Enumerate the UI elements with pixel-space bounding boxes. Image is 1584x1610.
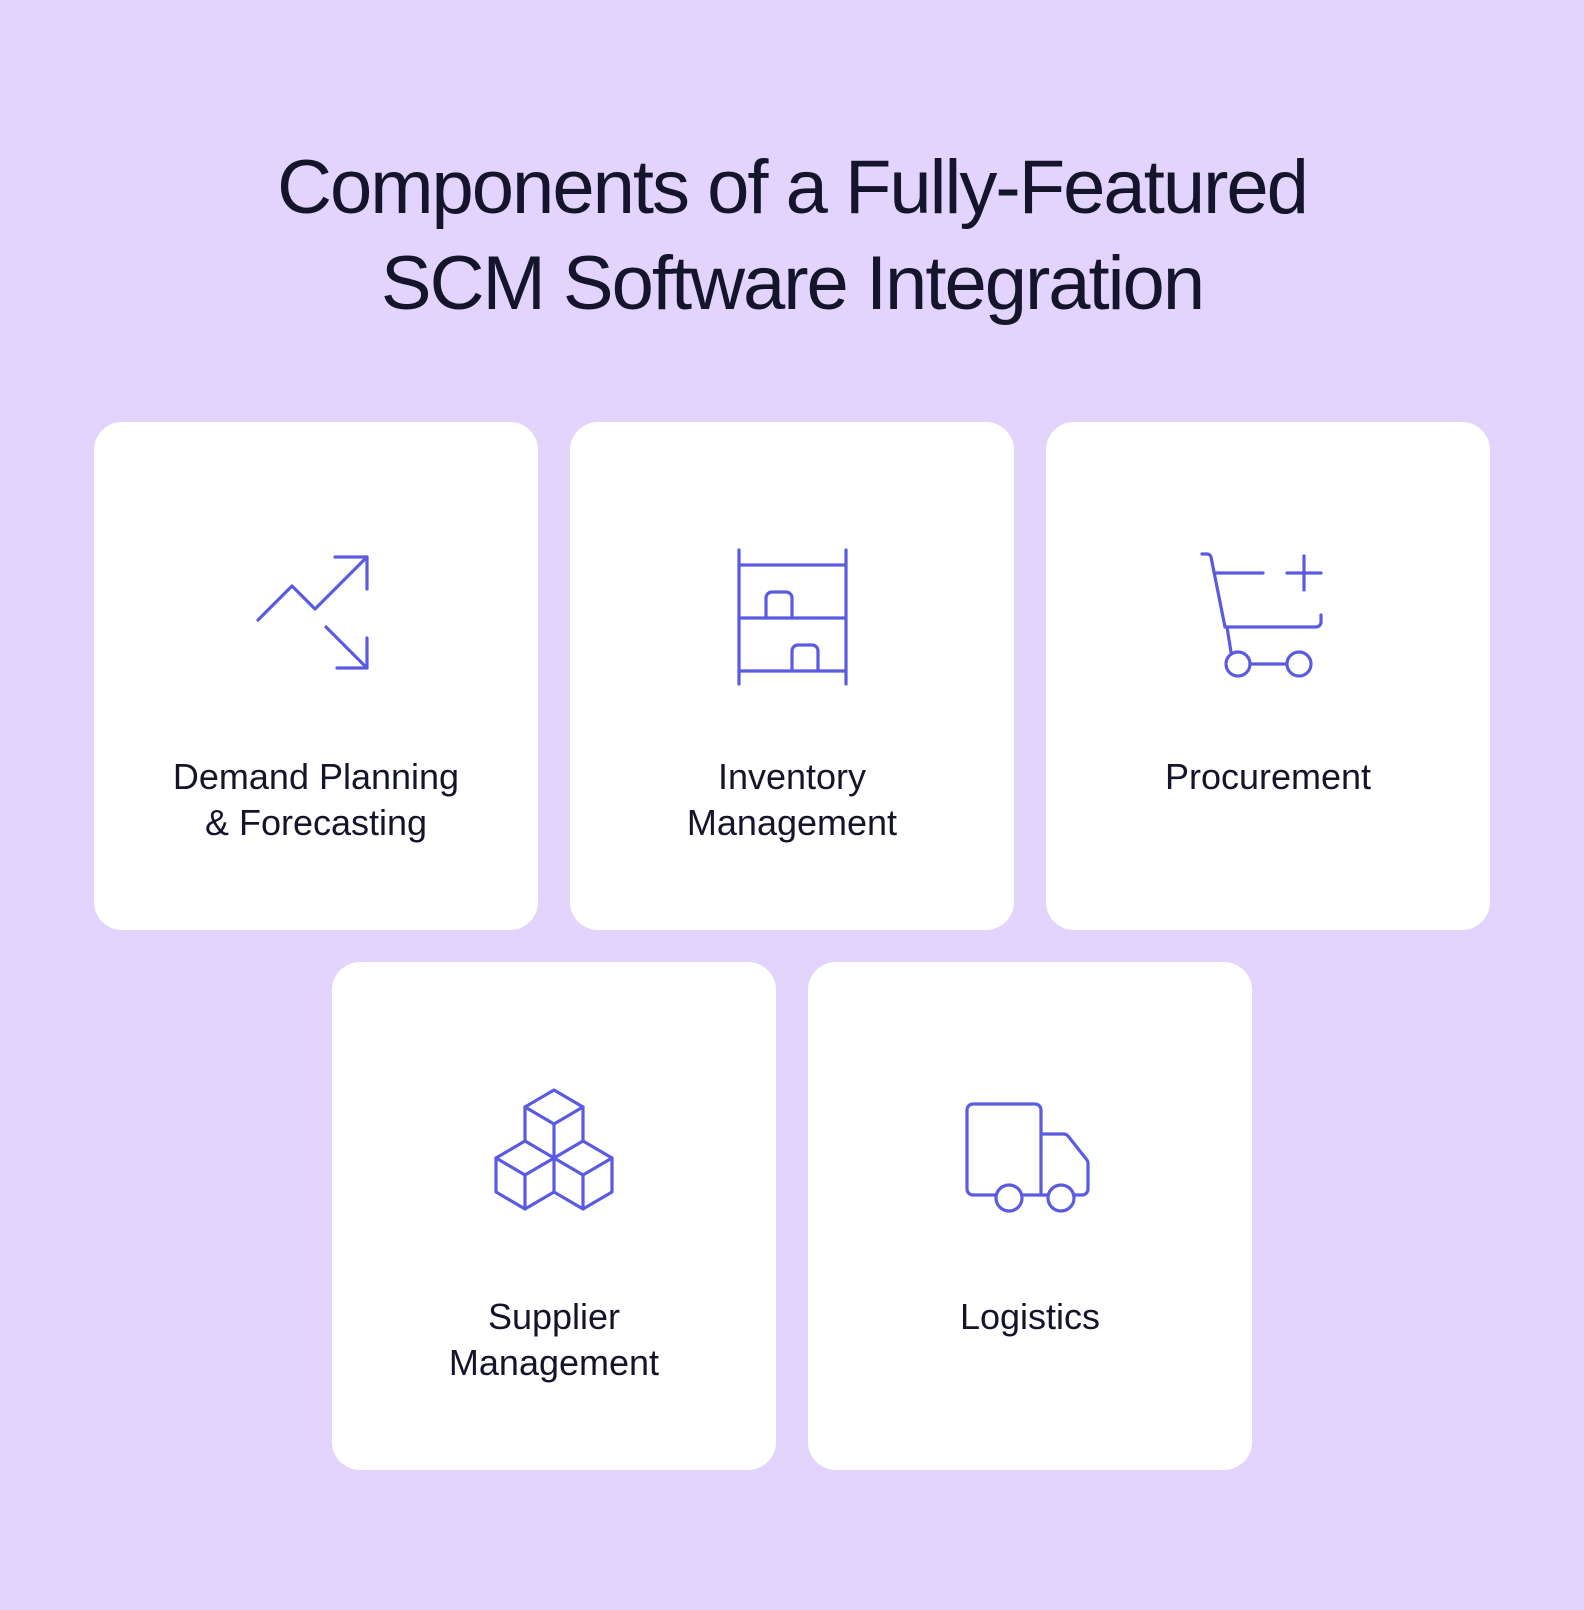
stacked-cubes-icon xyxy=(332,1082,776,1232)
card-label: Supplier Management xyxy=(352,1294,756,1386)
card-demand-planning: Demand Planning & Forecasting xyxy=(94,422,538,930)
card-label-line: Management xyxy=(448,1342,660,1383)
card-logistics: Logistics xyxy=(808,962,1252,1470)
card-label-line: Inventory xyxy=(717,756,867,797)
page-title: Components of a Fully-Featured SCM Softw… xyxy=(0,140,1584,332)
card-label-line: Demand Planning xyxy=(172,756,460,797)
card-label-line: Supplier xyxy=(487,1296,621,1337)
trend-arrows-icon xyxy=(94,542,538,692)
card-supplier-management: Supplier Management xyxy=(332,962,776,1470)
card-label: Demand Planning & Forecasting xyxy=(114,754,518,846)
delivery-truck-icon xyxy=(808,1082,1252,1232)
card-label-line: Management xyxy=(686,802,898,843)
page-title-line-1: Components of a Fully-Featured xyxy=(277,145,1309,230)
shopping-cart-plus-icon xyxy=(1046,542,1490,692)
card-inventory-management: Inventory Management xyxy=(570,422,1014,930)
shelving-icon xyxy=(570,542,1014,692)
card-label: Logistics xyxy=(828,1294,1232,1340)
card-procurement: Procurement xyxy=(1046,422,1490,930)
card-label: Inventory Management xyxy=(590,754,994,846)
card-label: Procurement xyxy=(1066,754,1470,800)
page-title-line-2: SCM Software Integration xyxy=(380,241,1205,326)
card-label-line: Logistics xyxy=(959,1296,1101,1337)
card-label-line: & Forecasting xyxy=(204,802,428,843)
card-label-line: Procurement xyxy=(1164,756,1372,797)
